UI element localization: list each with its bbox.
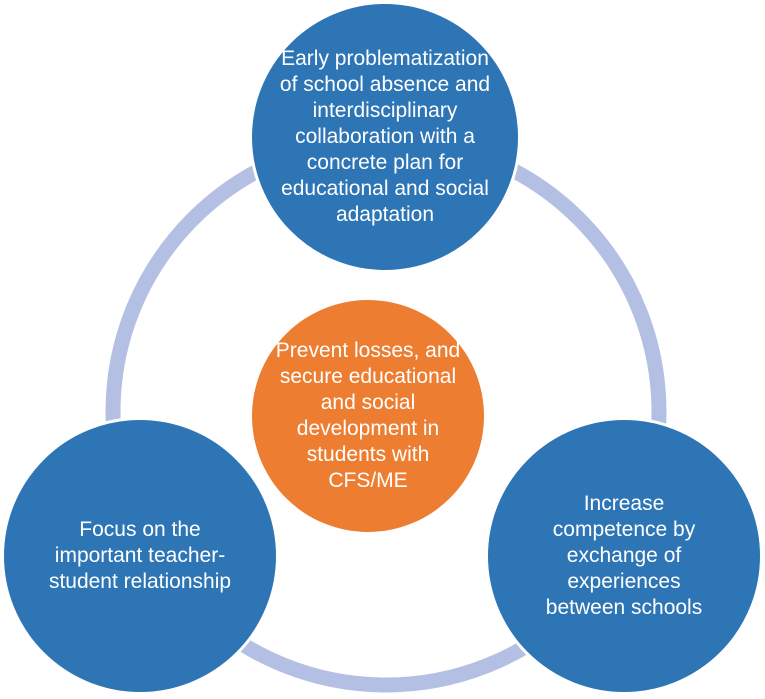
- center-goal-text: Prevent losses, and secure educational a…: [275, 339, 461, 492]
- center-goal: Prevent losses, and secure educational a…: [252, 300, 484, 532]
- node-teacher-student-relationship-text: Focus on the important teacher-student r…: [48, 518, 232, 593]
- node-early-problematization: Early problematization of school absence…: [250, 2, 520, 272]
- node-exchange-of-experiences-text: Increase competence by exchange of exper…: [545, 492, 703, 619]
- node-early-problematization-text: Early problematization of school absence…: [279, 47, 491, 226]
- node-teacher-student-relationship: Focus on the important teacher-student r…: [2, 418, 278, 694]
- node-exchange-of-experiences: Increase competence by exchange of exper…: [486, 418, 762, 694]
